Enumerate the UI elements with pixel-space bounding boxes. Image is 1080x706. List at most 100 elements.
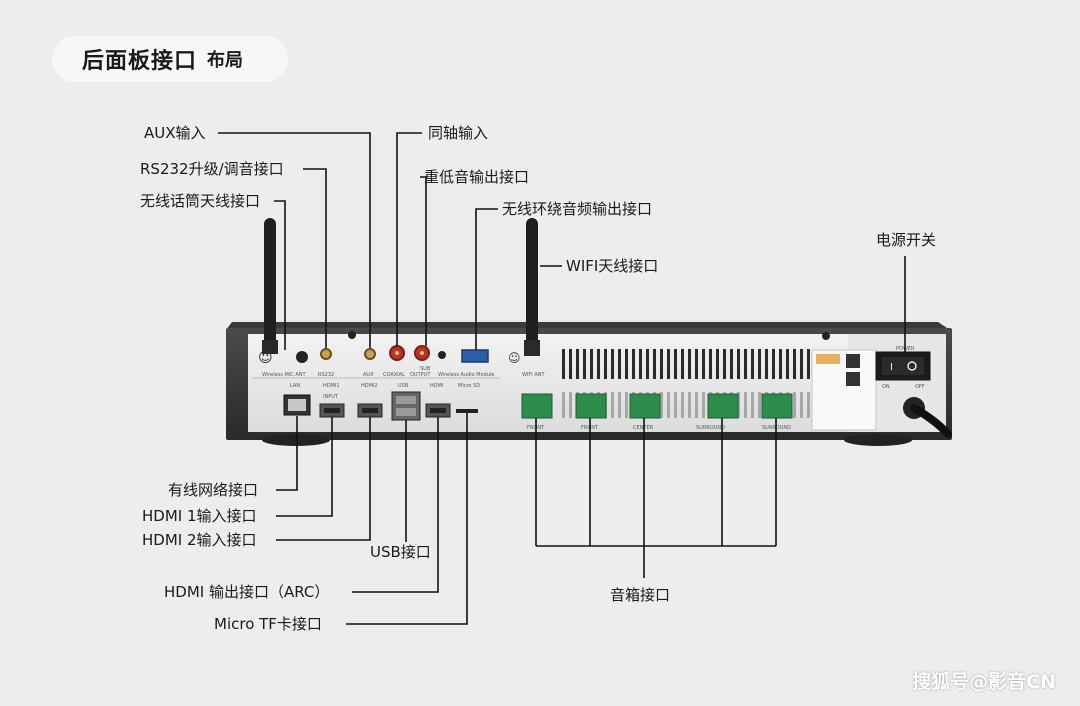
vent-slot-lower [758, 392, 761, 418]
wire-mic-ant [274, 200, 286, 350]
vent-slot [807, 349, 810, 379]
panel-text-off: OFF [915, 384, 925, 390]
svg-text:I: I [890, 362, 893, 373]
vent-slot-lower [744, 392, 747, 418]
vent-slot-lower [681, 392, 684, 418]
vent-slot [779, 349, 782, 379]
aux-jack [364, 348, 376, 360]
vent-slot [709, 349, 712, 379]
mic-antenna [264, 218, 276, 348]
label-coaxial: 同轴输入 [428, 124, 489, 142]
label-mic-ant: 无线话筒天线接口 [140, 192, 261, 210]
vent-slot [737, 349, 740, 379]
panel-text-rs232: RS232 [318, 372, 334, 378]
vent-slot [590, 349, 593, 379]
watermark: 搜狐号@影音CN [912, 671, 1056, 693]
label-wireless-audio: 无线环绕音频输出接口 [502, 200, 653, 218]
vent-slot [695, 349, 698, 379]
rs232-jack [320, 348, 332, 360]
wifi-antenna [526, 218, 538, 348]
vent-slot [716, 349, 719, 379]
page-title: 后面板接口 [82, 49, 198, 74]
vent-slot [604, 349, 607, 379]
vent-slot-lower [751, 392, 754, 418]
vent-slot-lower [800, 392, 803, 418]
wireless-audio-module-port [461, 349, 489, 363]
panel-text-usb: USB [398, 383, 409, 389]
wire-coaxial [396, 132, 422, 346]
vent-slot-lower [625, 392, 628, 418]
screw-left [348, 331, 356, 339]
vent-slot [632, 349, 635, 379]
vent-slot [688, 349, 691, 379]
vent-slot-lower [667, 392, 670, 418]
panel-text-hdmi1: HDMI1 [323, 383, 340, 389]
vent-slot-lower [611, 392, 614, 418]
panel-text-wireless-audio: Wireless Audio Module [438, 372, 495, 378]
svg-text:☺: ☺ [258, 350, 273, 366]
label-hdmi2: HDMI 2输入接口 [142, 531, 257, 549]
vent-slot-lower [569, 392, 572, 418]
panel-text-micro-sd: Micro SD [458, 383, 480, 389]
panel-text-hdmi: HDMI [430, 383, 443, 389]
vent-slot-lower [618, 392, 621, 418]
vent-slot [660, 349, 663, 379]
screw-right [822, 332, 830, 340]
panel-text-on: ON [882, 384, 890, 390]
vent-slot-lower [793, 392, 796, 418]
vent-slot-lower [702, 392, 705, 418]
vent-slot [744, 349, 747, 379]
panel-text-hdmi2: HDMI2 [361, 383, 378, 389]
vent-slot [751, 349, 754, 379]
vent-slot-lower [660, 392, 663, 418]
micro-sd-slot [456, 409, 478, 413]
label-rs232: RS232升级/调音接口 [140, 160, 284, 178]
wire-micro-tf [346, 413, 468, 625]
panel-text-wifi-ant: WIFI ANT [522, 372, 546, 378]
vent-slot-lower [695, 392, 698, 418]
panel-text-input: INPUT [323, 394, 339, 400]
vent-slot [800, 349, 803, 379]
vent-slot [730, 349, 733, 379]
vent-slot [786, 349, 789, 379]
wire-aux [218, 132, 371, 348]
power-cable [910, 404, 952, 438]
wire-hdmi1 [276, 417, 333, 517]
vent-slot [569, 349, 572, 379]
vent-slot [562, 349, 565, 379]
wire-wireless-audio [475, 208, 498, 350]
vent-slot [674, 349, 677, 379]
page-subtitle: 布局 [207, 50, 244, 71]
foot-right [844, 434, 912, 446]
label-aux: AUX输入 [144, 124, 206, 142]
svg-text:☺: ☺ [508, 351, 521, 365]
wire-hdmi-out [352, 417, 439, 593]
vent-slot [758, 349, 761, 379]
vent-slot-lower [674, 392, 677, 418]
label-usb: USB接口 [370, 543, 431, 561]
vent-slot-lower [688, 392, 691, 418]
panel-text-surround-l: SURROUND [696, 425, 725, 431]
vent-slot [639, 349, 642, 379]
wire-rs232 [303, 168, 327, 348]
foot-left [262, 434, 330, 446]
vent-slot [765, 349, 768, 379]
label-lan: 有线网络接口 [168, 481, 259, 499]
power-switch-rocker [882, 357, 924, 375]
panel-text-coaxial: COAXIAL [383, 372, 405, 378]
panel-text-lan: LAN [290, 383, 300, 389]
wire-lan [276, 416, 298, 491]
vent-slot-lower [562, 392, 565, 418]
vent-slot [772, 349, 775, 379]
label-sub-out: 重低音输出接口 [424, 168, 530, 186]
panel-text-mic-ant: Wireless MIC ANT [262, 372, 307, 378]
vent-slot [723, 349, 726, 379]
vent-slot [667, 349, 670, 379]
label-power-switch: 电源开关 [876, 231, 937, 249]
vent-slot [646, 349, 649, 379]
vent-slot [611, 349, 614, 379]
panel-text-aux: AUX [363, 372, 374, 378]
vent-slot [583, 349, 586, 379]
label-wifi-ant: WIFI天线接口 [566, 257, 659, 275]
